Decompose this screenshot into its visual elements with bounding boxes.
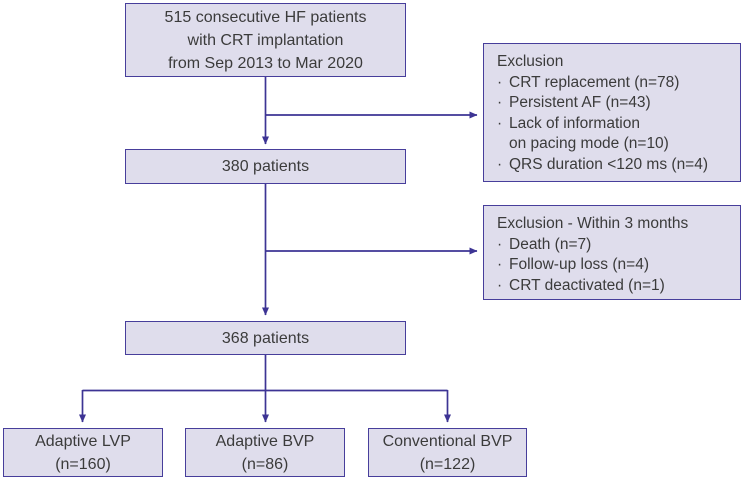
conventional-bvp-label: Conventional BVP — [382, 432, 513, 450]
exclusion-2-item: · Death (n=7) — [497, 235, 730, 256]
conventional-bvp-count: (n=122) — [419, 455, 476, 473]
exclusion-1-item-text: CRT replacement (n=78) — [509, 73, 680, 91]
exclusion-2-item: · CRT deactivated (n=1) — [497, 276, 730, 297]
exclusion-1-item: · Persistent AF (n=43) — [497, 93, 730, 114]
box-adaptive-lvp: Adaptive LVP (n=160) — [3, 428, 163, 477]
box-enrollment: 515 consecutive HF patients with CRT imp… — [125, 3, 406, 77]
box-368-label: 368 patients — [221, 329, 310, 347]
bullet-dot: · — [497, 94, 503, 111]
adaptive-lvp-count: (n=160) — [55, 455, 111, 473]
exclusion-1-item-continuation: on pacing mode (n=10) — [509, 135, 669, 152]
exclusion-2-item: · Follow-up loss (n=4) — [497, 255, 730, 276]
bullet-dot: · — [497, 114, 503, 132]
box-368-patients: 368 patients — [125, 321, 406, 355]
box-conventional-bvp: Conventional BVP (n=122) — [368, 428, 527, 477]
bullet-dot: · — [497, 256, 503, 273]
enrollment-line: 515 consecutive HF patients — [164, 8, 367, 26]
adaptive-lvp-label: Adaptive LVP — [35, 432, 131, 450]
box-exclusion-1: Exclusion · CRT replacement (n=78) · Per… — [483, 43, 741, 182]
box-exclusion-2: Exclusion - Within 3 months · Death (n=7… — [483, 205, 741, 300]
enrollment-line: from Sep 2013 to Mar 2020 — [168, 54, 363, 72]
adaptive-bvp-label: Adaptive BVP — [215, 432, 315, 450]
exclusion-1-item-text: Lack of information — [509, 114, 640, 132]
exclusion-2-item-text: Follow-up loss (n=4) — [509, 256, 649, 273]
box-380-patients: 380 patients — [125, 149, 406, 184]
box-380-label: 380 patients — [221, 158, 310, 175]
bullet-dot: · — [497, 276, 503, 294]
exclusion-2-item-text: CRT deactivated (n=1) — [509, 276, 665, 294]
exclusion-1-item-text: QRS duration <120 ms (n=4) — [509, 155, 709, 173]
adaptive-bvp-count: (n=86) — [241, 455, 289, 473]
exclusion-2-title: Exclusion - Within 3 months — [497, 215, 689, 232]
bullet-dot: · — [497, 235, 503, 253]
exclusion-1-item-text: Persistent AF (n=43) — [509, 94, 651, 111]
exclusion-1-item: · Lack of information — [497, 114, 730, 135]
exclusion-1-item: · QRS duration <120 ms (n=4) — [497, 155, 730, 176]
enrollment-line: with CRT implantation — [187, 31, 344, 49]
exclusion-1-item: · CRT replacement (n=78) — [497, 73, 730, 94]
box-adaptive-bvp: Adaptive BVP (n=86) — [185, 428, 345, 477]
bullet-dot: · — [497, 155, 503, 173]
exclusion-1-title: Exclusion — [497, 53, 564, 70]
bullet-dot: · — [497, 73, 503, 91]
exclusion-2-item-text: Death (n=7) — [509, 235, 592, 253]
